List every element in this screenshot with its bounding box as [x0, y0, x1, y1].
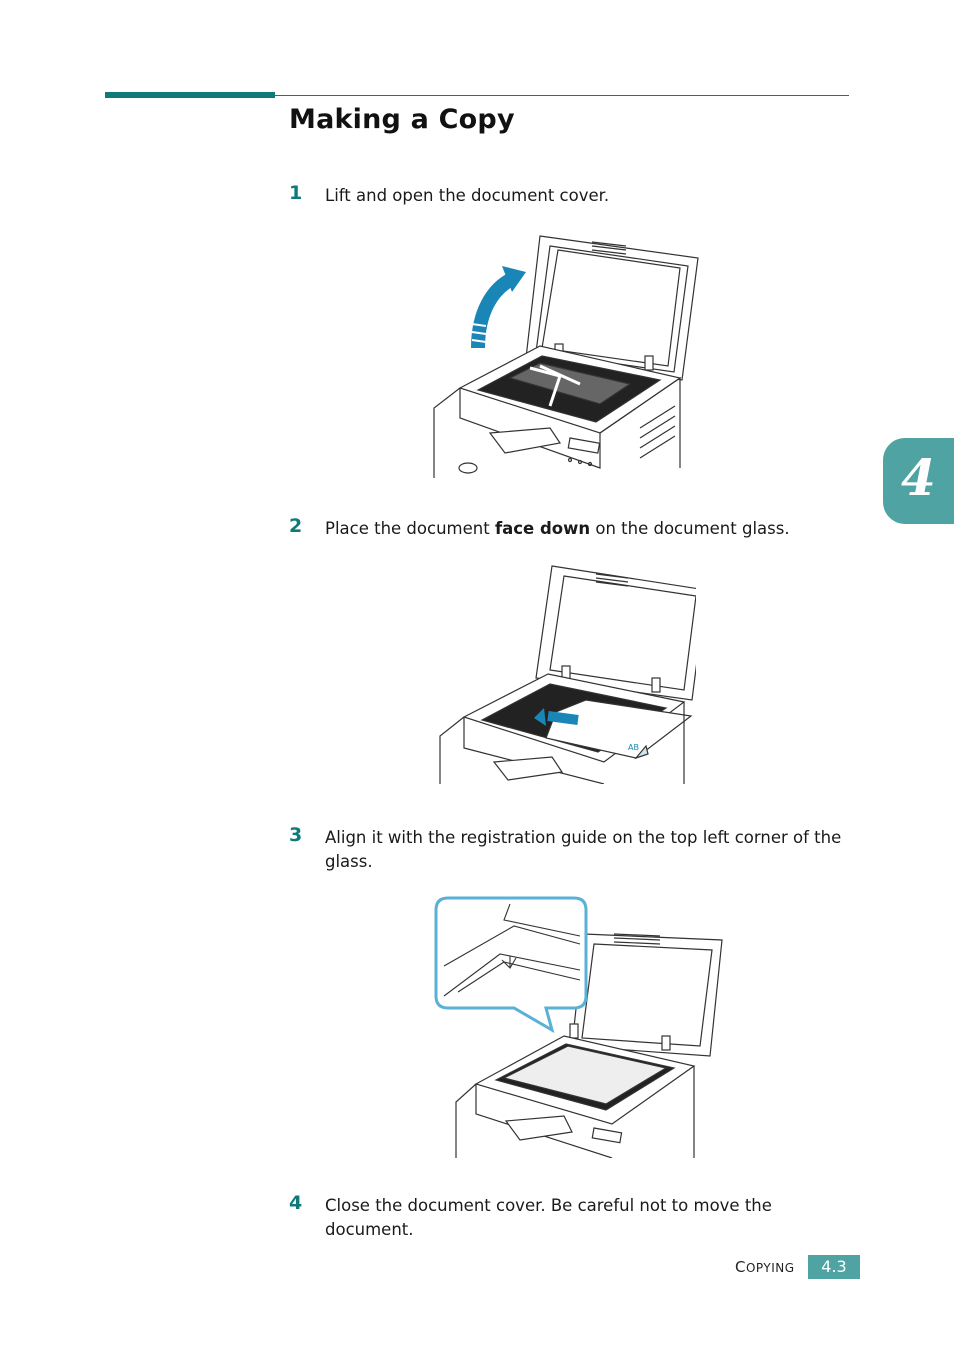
- page-title: Making a Copy: [289, 104, 515, 135]
- header-rule-thick: [105, 92, 275, 98]
- step-4-text: Close the document cover. Be careful not…: [325, 1196, 772, 1239]
- chapter-number: 4: [901, 448, 936, 507]
- step-1-text: Lift and open the document cover.: [325, 186, 610, 205]
- step-3-number: 3: [289, 824, 303, 846]
- open-cover-figure: [433, 235, 699, 478]
- step-2-text: Place the document face down on the docu…: [325, 519, 790, 538]
- place-document-arrow-icon: [534, 708, 579, 726]
- footer-section-label: COPYING: [735, 1258, 795, 1276]
- step-3-text: Align it with the registration guide on …: [325, 828, 842, 871]
- chapter-tab: 4: [883, 438, 954, 524]
- page-number-badge: 4.3: [808, 1255, 860, 1279]
- open-cover-arrow-icon: [471, 266, 526, 349]
- paper-mark: AB: [628, 743, 639, 752]
- step-2-number: 2: [289, 515, 303, 537]
- step-4-number: 4: [289, 1192, 303, 1214]
- registration-guide-icon: [434, 896, 588, 1034]
- header-rule-thin: [275, 95, 849, 96]
- step-1-number: 1: [289, 182, 303, 204]
- align-document-figure: [434, 896, 723, 1158]
- place-document-figure: AB: [439, 565, 696, 784]
